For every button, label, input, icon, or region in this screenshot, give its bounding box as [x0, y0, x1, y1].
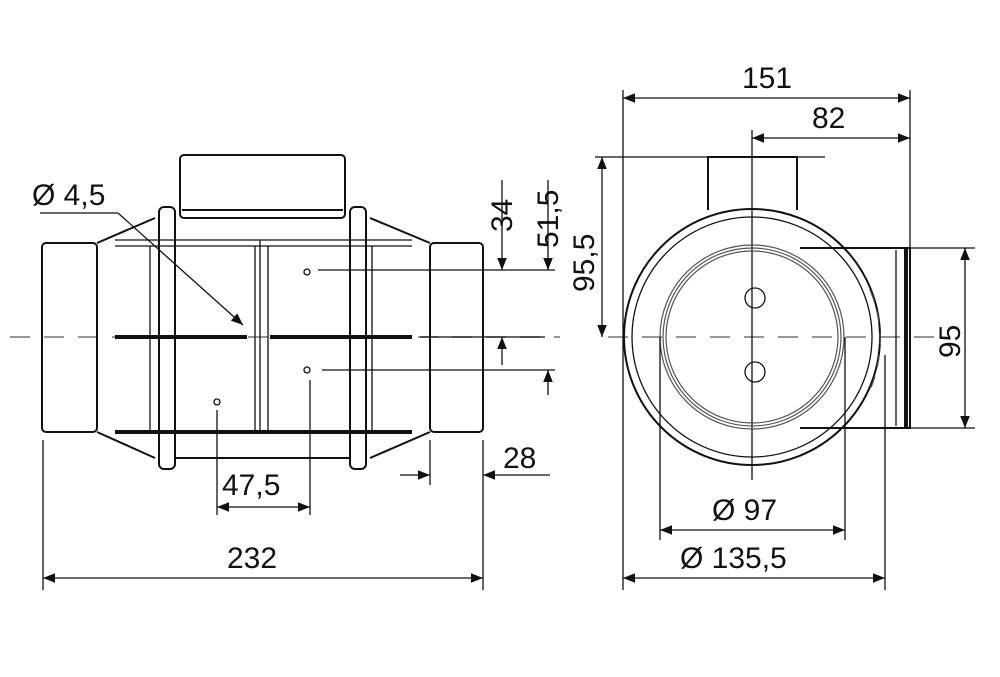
mount-hole: [744, 287, 766, 309]
dim-diameter-135-5: Ø 135,5: [680, 542, 787, 575]
dim-47-5: 47,5: [222, 469, 280, 502]
cones: [96, 217, 431, 459]
dim-232: 232: [227, 542, 277, 575]
dim-95: 95: [934, 325, 967, 358]
dim-34: 34: [486, 199, 519, 232]
dim-95-5: 95,5: [568, 234, 601, 292]
left-spigot: [41, 242, 98, 433]
housing-ribs: [149, 240, 373, 432]
dim-151: 151: [742, 62, 792, 95]
hidden-arc: [869, 289, 881, 391]
mount-hole: [303, 268, 311, 276]
hole-diameter-label: Ø 4,5: [32, 179, 105, 212]
mount-hole: [303, 366, 311, 374]
mount-hole: [213, 398, 221, 406]
side-box: [800, 247, 911, 429]
dim-51-5: 51,5: [532, 190, 565, 248]
dim-diameter-97: Ø 97: [712, 494, 777, 527]
dim-28: 28: [503, 442, 536, 475]
terminal-box: [179, 154, 346, 219]
dim-82: 82: [812, 102, 845, 135]
housing-top: [115, 239, 412, 247]
front-view: 151 82 95,5 95 Ø 97 Ø 135,5: [568, 62, 975, 590]
mount-hole: [744, 361, 766, 383]
side-view: Ø 4,5 34 51,5 47,5 28 232: [10, 154, 565, 590]
